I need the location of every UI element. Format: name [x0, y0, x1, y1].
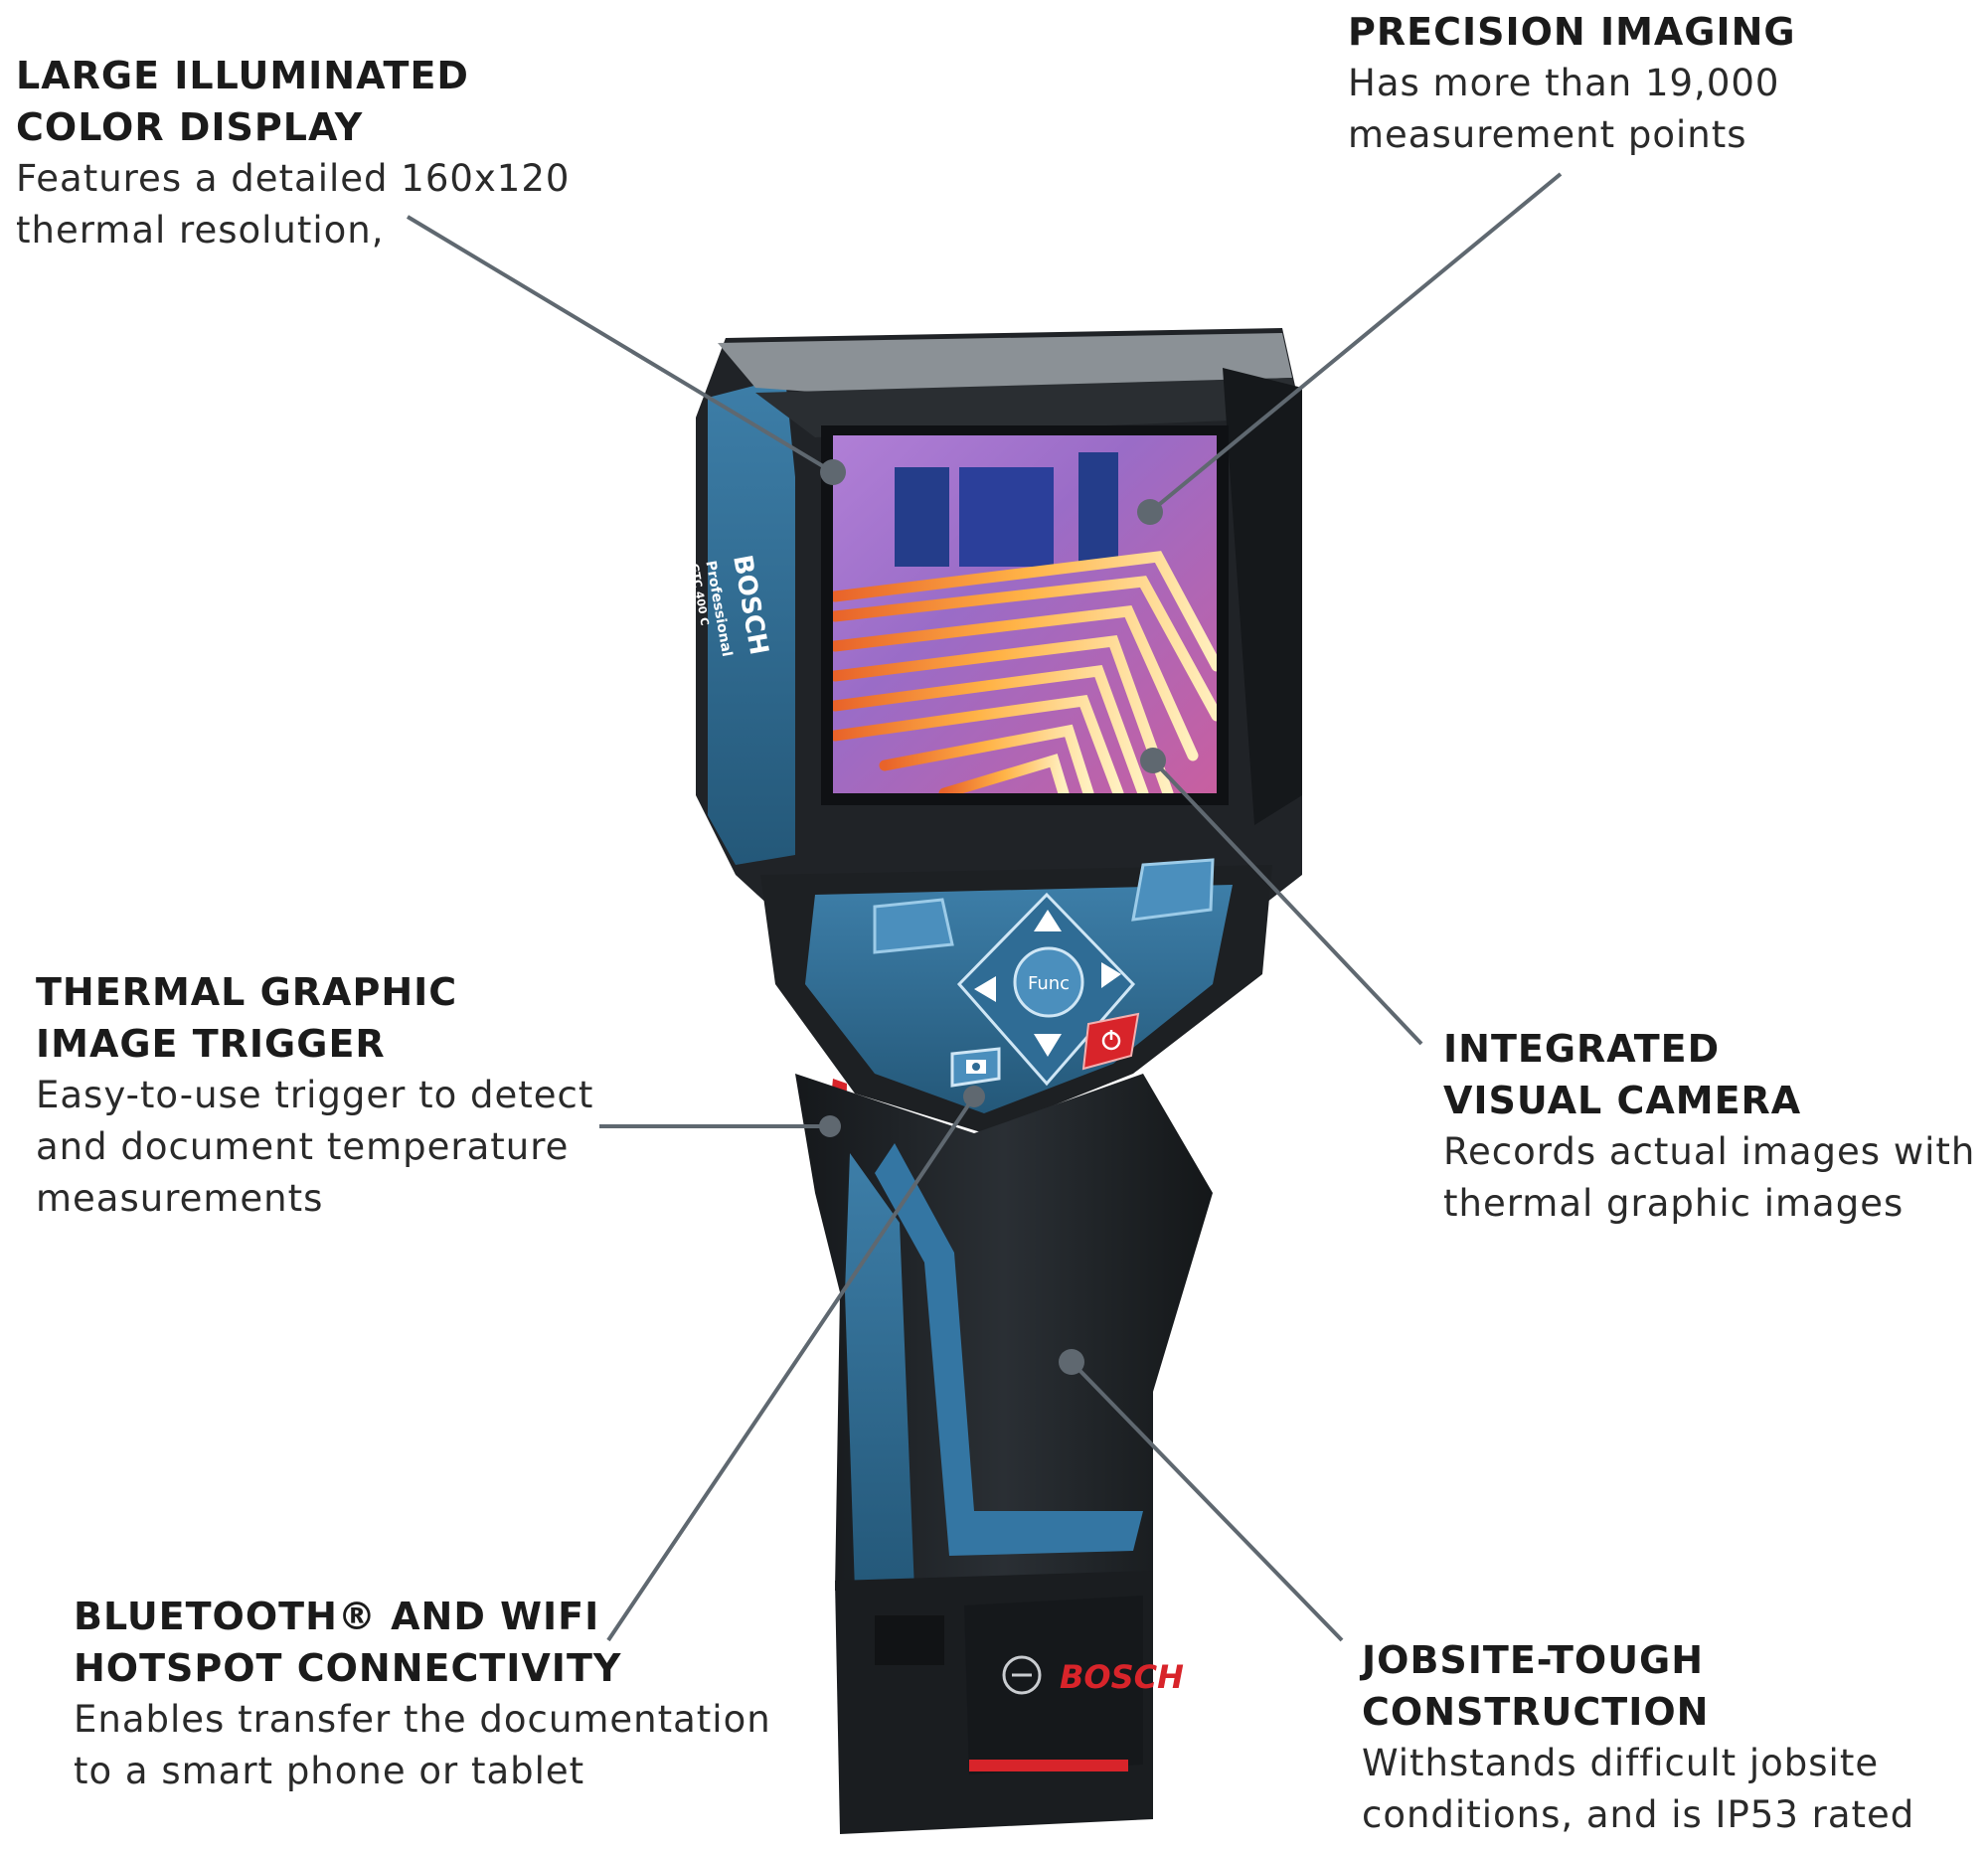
- leader-line-construction: [1070, 1360, 1344, 1642]
- battery-bosch-logo-icon: [1002, 1655, 1042, 1695]
- func-button[interactable]: Func: [1013, 946, 1084, 1018]
- dpad-up-arrow[interactable]: [1034, 910, 1062, 931]
- leader-line-precision: [1148, 172, 1563, 514]
- thermal-screen: [821, 425, 1229, 805]
- callout-description: measurement points: [1348, 113, 1747, 156]
- battery-pack: BOSCH: [835, 1571, 1184, 1834]
- callout-title: HOTSPOT CONNECTIVITY: [74, 1646, 622, 1690]
- func-label: Func: [1028, 973, 1070, 994]
- dpad-right-arrow[interactable]: [1101, 962, 1121, 988]
- callout-description: Enables transfer the documentation: [74, 1698, 771, 1741]
- callout-color-display: LARGE ILLUMINATED COLOR DISPLAY Features…: [16, 50, 570, 256]
- leader-dot-precision: [1137, 499, 1163, 525]
- callout-description: Easy-to-use trigger to detect: [36, 1074, 594, 1116]
- leader-line-connectivity: [606, 1095, 976, 1642]
- callout-connectivity: BLUETOOTH® AND WIFI HOTSPOT CONNECTIVITY…: [74, 1591, 771, 1797]
- softkey-left-button[interactable]: [873, 898, 954, 954]
- leader-dot-trigger: [819, 1115, 841, 1137]
- callout-title: VISUAL CAMERA: [1443, 1079, 1802, 1122]
- callout-description: Features a detailed 160x120: [16, 157, 571, 200]
- leader-dot-construction: [1059, 1349, 1084, 1375]
- callout-title: THERMAL GRAPHIC: [36, 970, 458, 1014]
- leader-line-display: [406, 215, 835, 474]
- callout-jobsite-construction: JOBSITE-TOUGH CONSTRUCTION Withstands di…: [1362, 1634, 1914, 1841]
- softkey-right-button[interactable]: [1131, 858, 1215, 922]
- callout-description: measurements: [36, 1177, 324, 1220]
- power-button[interactable]: [1081, 1012, 1140, 1071]
- callout-precision-imaging: PRECISION IMAGING Has more than 19,000 m…: [1348, 6, 1796, 161]
- dpad-left-arrow[interactable]: [974, 976, 996, 1002]
- callout-title: IMAGE TRIGGER: [36, 1022, 386, 1066]
- callout-title: PRECISION IMAGING: [1348, 10, 1796, 54]
- camera-icon: [966, 1060, 986, 1074]
- callout-description: Records actual images with: [1443, 1130, 1976, 1173]
- power-icon: [1101, 1030, 1121, 1051]
- callout-description: conditions, and is IP53 rated: [1362, 1793, 1915, 1836]
- callout-description: Withstands difficult jobsite: [1362, 1742, 1880, 1784]
- callout-title: INTEGRATED: [1443, 1027, 1721, 1071]
- callout-description: Has more than 19,000: [1348, 62, 1780, 104]
- callout-title: BLUETOOTH® AND WIFI: [74, 1595, 600, 1638]
- callout-description: thermal resolution,: [16, 209, 385, 252]
- callout-title: JOBSITE-TOUGH: [1362, 1638, 1705, 1682]
- callout-description: and document temperature: [36, 1125, 570, 1168]
- callout-description: to a smart phone or tablet: [74, 1750, 585, 1792]
- callout-description: thermal graphic images: [1443, 1182, 1905, 1225]
- callout-visual-camera: INTEGRATED VISUAL CAMERA Records actual …: [1443, 1023, 1975, 1230]
- leader-dot-camera: [1140, 748, 1166, 773]
- device-handle: [795, 1074, 1213, 1591]
- leader-line-camera: [1151, 758, 1423, 1046]
- leader-dot-connectivity: [963, 1086, 985, 1107]
- camera-button[interactable]: [950, 1047, 1001, 1088]
- battery-brand-text: BOSCH: [1060, 1658, 1184, 1696]
- dpad-down-arrow[interactable]: [1034, 1034, 1062, 1057]
- callout-title: LARGE ILLUMINATED: [16, 54, 469, 97]
- callout-image-trigger: THERMAL GRAPHIC IMAGE TRIGGER Easy-to-us…: [36, 966, 593, 1225]
- leader-dot-display: [820, 459, 846, 485]
- leader-lines: [406, 172, 1563, 1642]
- callout-title: COLOR DISPLAY: [16, 105, 364, 149]
- callout-title: CONSTRUCTION: [1362, 1690, 1710, 1734]
- leader-dots: [819, 459, 1166, 1375]
